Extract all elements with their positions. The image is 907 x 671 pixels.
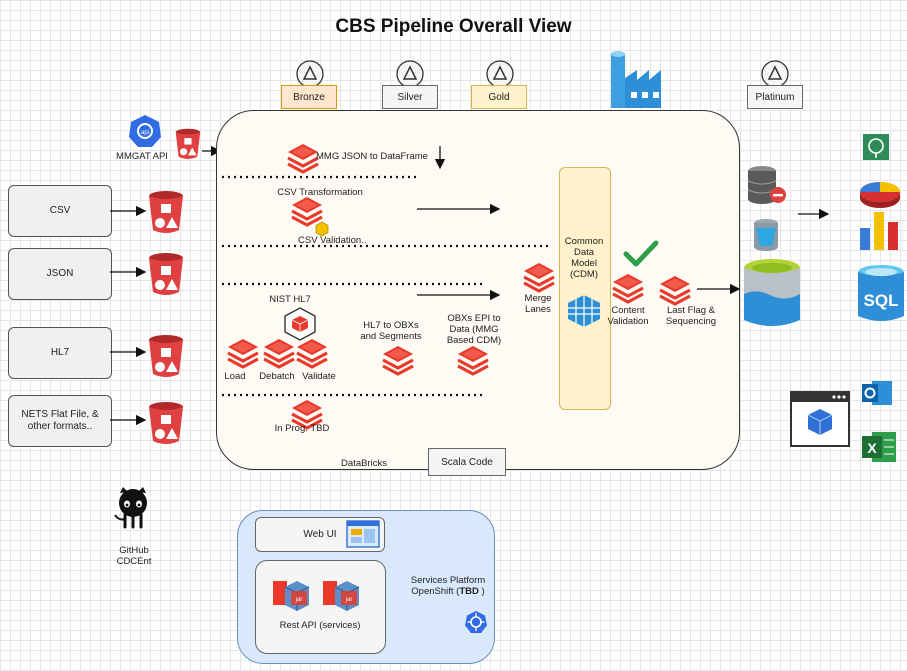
storage-blob-icon	[754, 219, 778, 251]
web-ui-window-icon	[346, 520, 380, 548]
csv-transform-label: CSV Transformation	[277, 187, 363, 198]
kubernetes-icon-services	[465, 611, 487, 633]
rest-api-label: Rest API (services)	[279, 620, 361, 631]
services-platform-label: Services Platform OpenShift (TBD )	[400, 575, 496, 597]
in-prog-label: In Prog. TBD	[274, 423, 330, 434]
cdm-line4: (CDM)	[570, 269, 598, 280]
debatch-databricks-icon	[262, 337, 296, 369]
scala-code-box: Scala Code	[428, 448, 506, 476]
content-validation-label: Content Validation	[603, 305, 653, 327]
services-platform-line2: OpenShift (TBD )	[400, 586, 496, 597]
obx-epi-databricks-icon	[456, 344, 490, 376]
tier-gold: Gold	[471, 85, 527, 109]
source-hl7: HL7	[8, 327, 112, 379]
nist-hl7-label: NIST HL7	[269, 294, 311, 305]
sql-database-icon: SQL	[858, 265, 904, 321]
merge-label: Merge Lanes	[518, 293, 558, 315]
cdm-line1: Common	[564, 236, 604, 247]
hl7-obx-line1: HL7 to OBXs	[363, 320, 419, 331]
github-line2: CDCEnt	[116, 556, 152, 567]
svg-text:api: api	[141, 130, 149, 136]
load-databricks-icon	[226, 337, 260, 369]
obx-epi-line2: Data (MMG	[449, 324, 499, 335]
github-icon	[114, 487, 147, 529]
tier-platinum: Platinum	[747, 85, 803, 109]
rest-api-box	[255, 560, 386, 654]
outlook-icon	[862, 381, 892, 405]
databricks-label: DataBricks	[341, 458, 387, 469]
checkmark-icon	[623, 240, 659, 267]
kubernetes-icon: api	[129, 115, 161, 147]
debatch-label: Debatch	[259, 371, 295, 382]
obx-epi-line3: Based CDM)	[446, 335, 502, 346]
cdm-container	[559, 167, 611, 410]
content-validation-databricks-icon	[611, 272, 645, 304]
obx-epi-label: OBXs EPI to Data (MMG Based CDM)	[438, 313, 510, 346]
svg-text:SQL: SQL	[864, 291, 899, 310]
jar-icon	[273, 580, 310, 612]
lastflag-line1: Last Flag &	[666, 305, 716, 316]
github-label: GitHub CDCEnt	[104, 545, 164, 567]
data-factory-icon	[611, 51, 661, 108]
hl7-obx-label: HL7 to OBXs and Segments	[356, 320, 426, 342]
cdm-line2: Data	[573, 247, 595, 258]
load-label: Load	[224, 371, 246, 382]
github-line1: GitHub	[119, 545, 149, 556]
merge-line2: Lanes	[525, 304, 551, 315]
mmgat-api-label: MMGAT API	[116, 151, 168, 162]
jar-icon-2	[323, 580, 360, 612]
reporting-charts-icon	[860, 212, 898, 250]
csv-validation-label: CSV Validation..	[298, 235, 367, 246]
last-flag-databricks-icon	[658, 274, 692, 306]
lastflag-line2: Sequencing	[665, 316, 717, 327]
app-window-icon	[790, 391, 850, 447]
platform-bold: TBD	[459, 586, 479, 597]
analytics-icon	[863, 134, 889, 160]
mmg-databricks-icon	[286, 142, 320, 174]
web-ui-label: Web UI	[303, 529, 337, 540]
pie-chart-icon	[860, 182, 900, 208]
svg-text:X: X	[867, 440, 877, 456]
hl7-obx-databricks-icon	[381, 344, 415, 376]
merge-line1: Merge	[524, 293, 552, 304]
validation-badge-icon	[315, 221, 329, 237]
excel-icon: X	[862, 432, 896, 462]
mmg-json-label: MMG JSON to DataFrame	[316, 151, 428, 162]
source-nets-line1: NETS Flat File, &	[21, 409, 99, 420]
tier-bronze: Bronze	[281, 85, 337, 109]
cdm-label: Common Data Model (CDM)	[559, 236, 609, 280]
content-line1: Content	[611, 305, 645, 316]
database-remove-icon	[747, 166, 786, 204]
services-platform-line1: Services Platform	[410, 575, 486, 586]
page-title: CBS Pipeline Overall View	[335, 16, 572, 37]
validate-databricks-icon	[295, 337, 329, 369]
platform-suffix: )	[478, 586, 485, 597]
validate-label: Validate	[302, 371, 336, 382]
source-nets-line2: other formats..	[27, 421, 93, 432]
data-lake-icon	[744, 259, 800, 326]
source-json: JSON	[8, 248, 112, 300]
last-flag-label: Last Flag & Sequencing	[660, 305, 722, 327]
tier-silver: Silver	[382, 85, 438, 109]
nist-cube-icon	[284, 307, 316, 341]
cdm-line3: Model	[571, 258, 597, 269]
cdm-grid-icon	[568, 295, 600, 327]
hl7-obx-line2: and Segments	[360, 331, 422, 342]
content-line2: Validation	[607, 316, 649, 327]
source-nets: NETS Flat File, & other formats..	[8, 395, 112, 447]
merge-databricks-icon	[522, 261, 556, 293]
platform-prefix: OpenShift (	[411, 586, 460, 597]
obx-epi-line1: OBXs EPI to	[447, 313, 501, 324]
